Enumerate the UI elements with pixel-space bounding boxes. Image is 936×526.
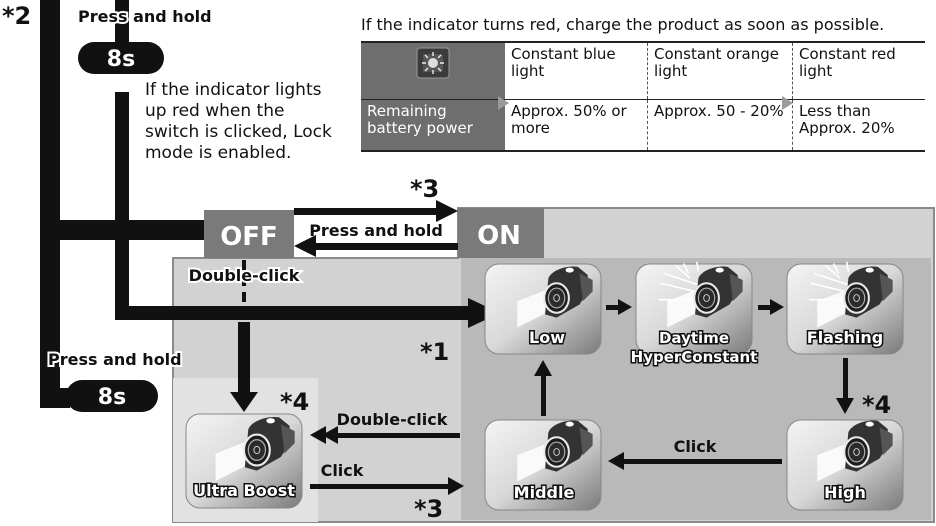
mode-tile-middle: Middle <box>484 419 602 511</box>
mode-low-label: Low <box>529 328 565 347</box>
mode-flashing-label: Flashing <box>807 328 883 347</box>
table-arrow-1 <box>498 96 509 110</box>
mode-tile-ultra-boost: Ultra Boost <box>185 413 303 509</box>
star2-label: *2 <box>2 2 31 30</box>
left-vertical-line <box>40 0 60 408</box>
on-to-off-arrowhead <box>294 235 316 257</box>
hold-8s-badge-bottom <box>66 380 158 412</box>
mode-tile-low: Low <box>484 263 602 355</box>
arrow-to-ultra-boost <box>230 392 258 412</box>
flow-lines <box>40 0 470 408</box>
off-label: OFF <box>220 222 278 252</box>
star1-label: *1 <box>420 338 449 366</box>
hold-time-top: 8s <box>107 47 135 72</box>
double-click-off-label: Double-click <box>189 266 300 285</box>
mode-high-label: High <box>824 483 866 502</box>
press-and-hold-bottom-label: Press and hold <box>48 350 182 369</box>
star3-bottom-label: *3 <box>414 495 443 523</box>
mode-middle-label: Middle <box>514 483 575 502</box>
mode-cycle-arrows <box>310 299 854 495</box>
star4-boost-label: *4 <box>280 388 309 416</box>
battery-value-red: Less than Approx. 20% <box>792 99 925 152</box>
mode-daytime-label: Daytime <box>659 329 729 347</box>
arrow-to-low <box>468 298 500 328</box>
hold-time-bottom: 8s <box>98 385 126 410</box>
mode-ultra-boost-label: Ultra Boost <box>193 481 295 500</box>
click-high-middle-label: Click <box>674 437 717 456</box>
hold-8s-badge-top <box>78 42 164 74</box>
on-badge <box>458 208 544 258</box>
off-badge <box>204 210 294 258</box>
blue-light-cell: Constant blue light <box>505 41 648 100</box>
mode-tile-flashing: Flashing <box>786 261 904 355</box>
star3-top-label: *3 <box>410 175 439 203</box>
battery-value-blue: Approx. 50% or more <box>505 99 648 152</box>
on-label: ON <box>477 221 521 251</box>
double-click-boost-label: Double-click <box>337 410 448 429</box>
star4-high-label: *4 <box>862 391 891 419</box>
indicator-light-icon <box>416 47 450 79</box>
lock-mode-note: If the indicator lights up red when the … <box>145 80 332 163</box>
mid-vertical-line <box>115 92 129 320</box>
click-boost-label: Click <box>321 461 364 480</box>
battery-status-table: Constant blue light Constant orange ligh… <box>361 41 925 152</box>
mode-tile-daytime: Daytime HyperConstant <box>629 261 759 368</box>
off-horizontal-line <box>60 220 220 240</box>
mode-tile-high: High <box>786 419 904 511</box>
press-and-hold-top-label: Press and hold <box>78 7 212 26</box>
orange-light-cell: Constant orange light <box>647 41 793 100</box>
battery-value-orange: Approx. 50 - 20% <box>647 99 793 152</box>
red-light-cell: Constant red light <box>792 41 925 100</box>
mode-hyperconstant-label: HyperConstant <box>631 348 758 366</box>
boost-horizontal-line <box>40 388 70 408</box>
off-to-on-arrowhead <box>436 200 458 222</box>
off-to-on-line <box>294 208 440 215</box>
battery-note: If the indicator turns red, charge the p… <box>361 15 885 34</box>
remaining-battery-label: Remaining battery power <box>361 99 505 152</box>
indicator-icon-cell <box>361 41 505 100</box>
low-horizontal-line <box>115 306 470 320</box>
table-arrow-2 <box>782 96 793 110</box>
on-to-off-line <box>314 243 458 250</box>
off-to-on-label: Press and hold <box>309 221 443 240</box>
